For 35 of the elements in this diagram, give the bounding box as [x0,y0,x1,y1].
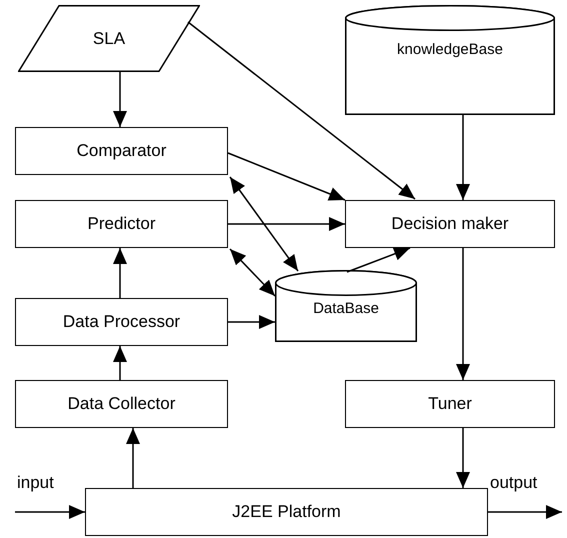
arrow [113,72,127,127]
arrow [113,248,127,298]
node-label: DataBase [313,299,379,319]
arrow [228,315,275,329]
process-box [15,200,228,248]
node-label: Decision maker [391,213,509,236]
node-label: SLA [92,28,126,50]
process-box [15,380,228,428]
process-box [15,127,228,175]
process-box [15,298,228,346]
process-box [345,380,555,428]
arrow [113,346,127,380]
node-label: Tuner [428,393,472,416]
node-label: Predictor [87,213,156,236]
arrow [188,21,416,200]
io-label: input [17,472,54,494]
arrow [456,248,470,380]
arrow [456,428,470,488]
arrow [346,247,410,273]
node-label: J2EE Platform [232,501,341,524]
arrow [228,152,346,201]
arrow [229,176,299,272]
arrow [15,505,85,519]
arrow [126,428,140,488]
node-label: Comparator [76,140,166,162]
process-box [345,200,555,248]
arrow [229,248,276,297]
arrow [488,505,562,519]
node-label: knowledgeBase [397,40,503,60]
arrow [456,115,470,200]
arrow [228,217,345,231]
node-label: Data Processor [62,311,180,334]
process-box [85,488,488,536]
io-label: output [490,472,538,494]
node-label: Data Collector [68,393,176,416]
